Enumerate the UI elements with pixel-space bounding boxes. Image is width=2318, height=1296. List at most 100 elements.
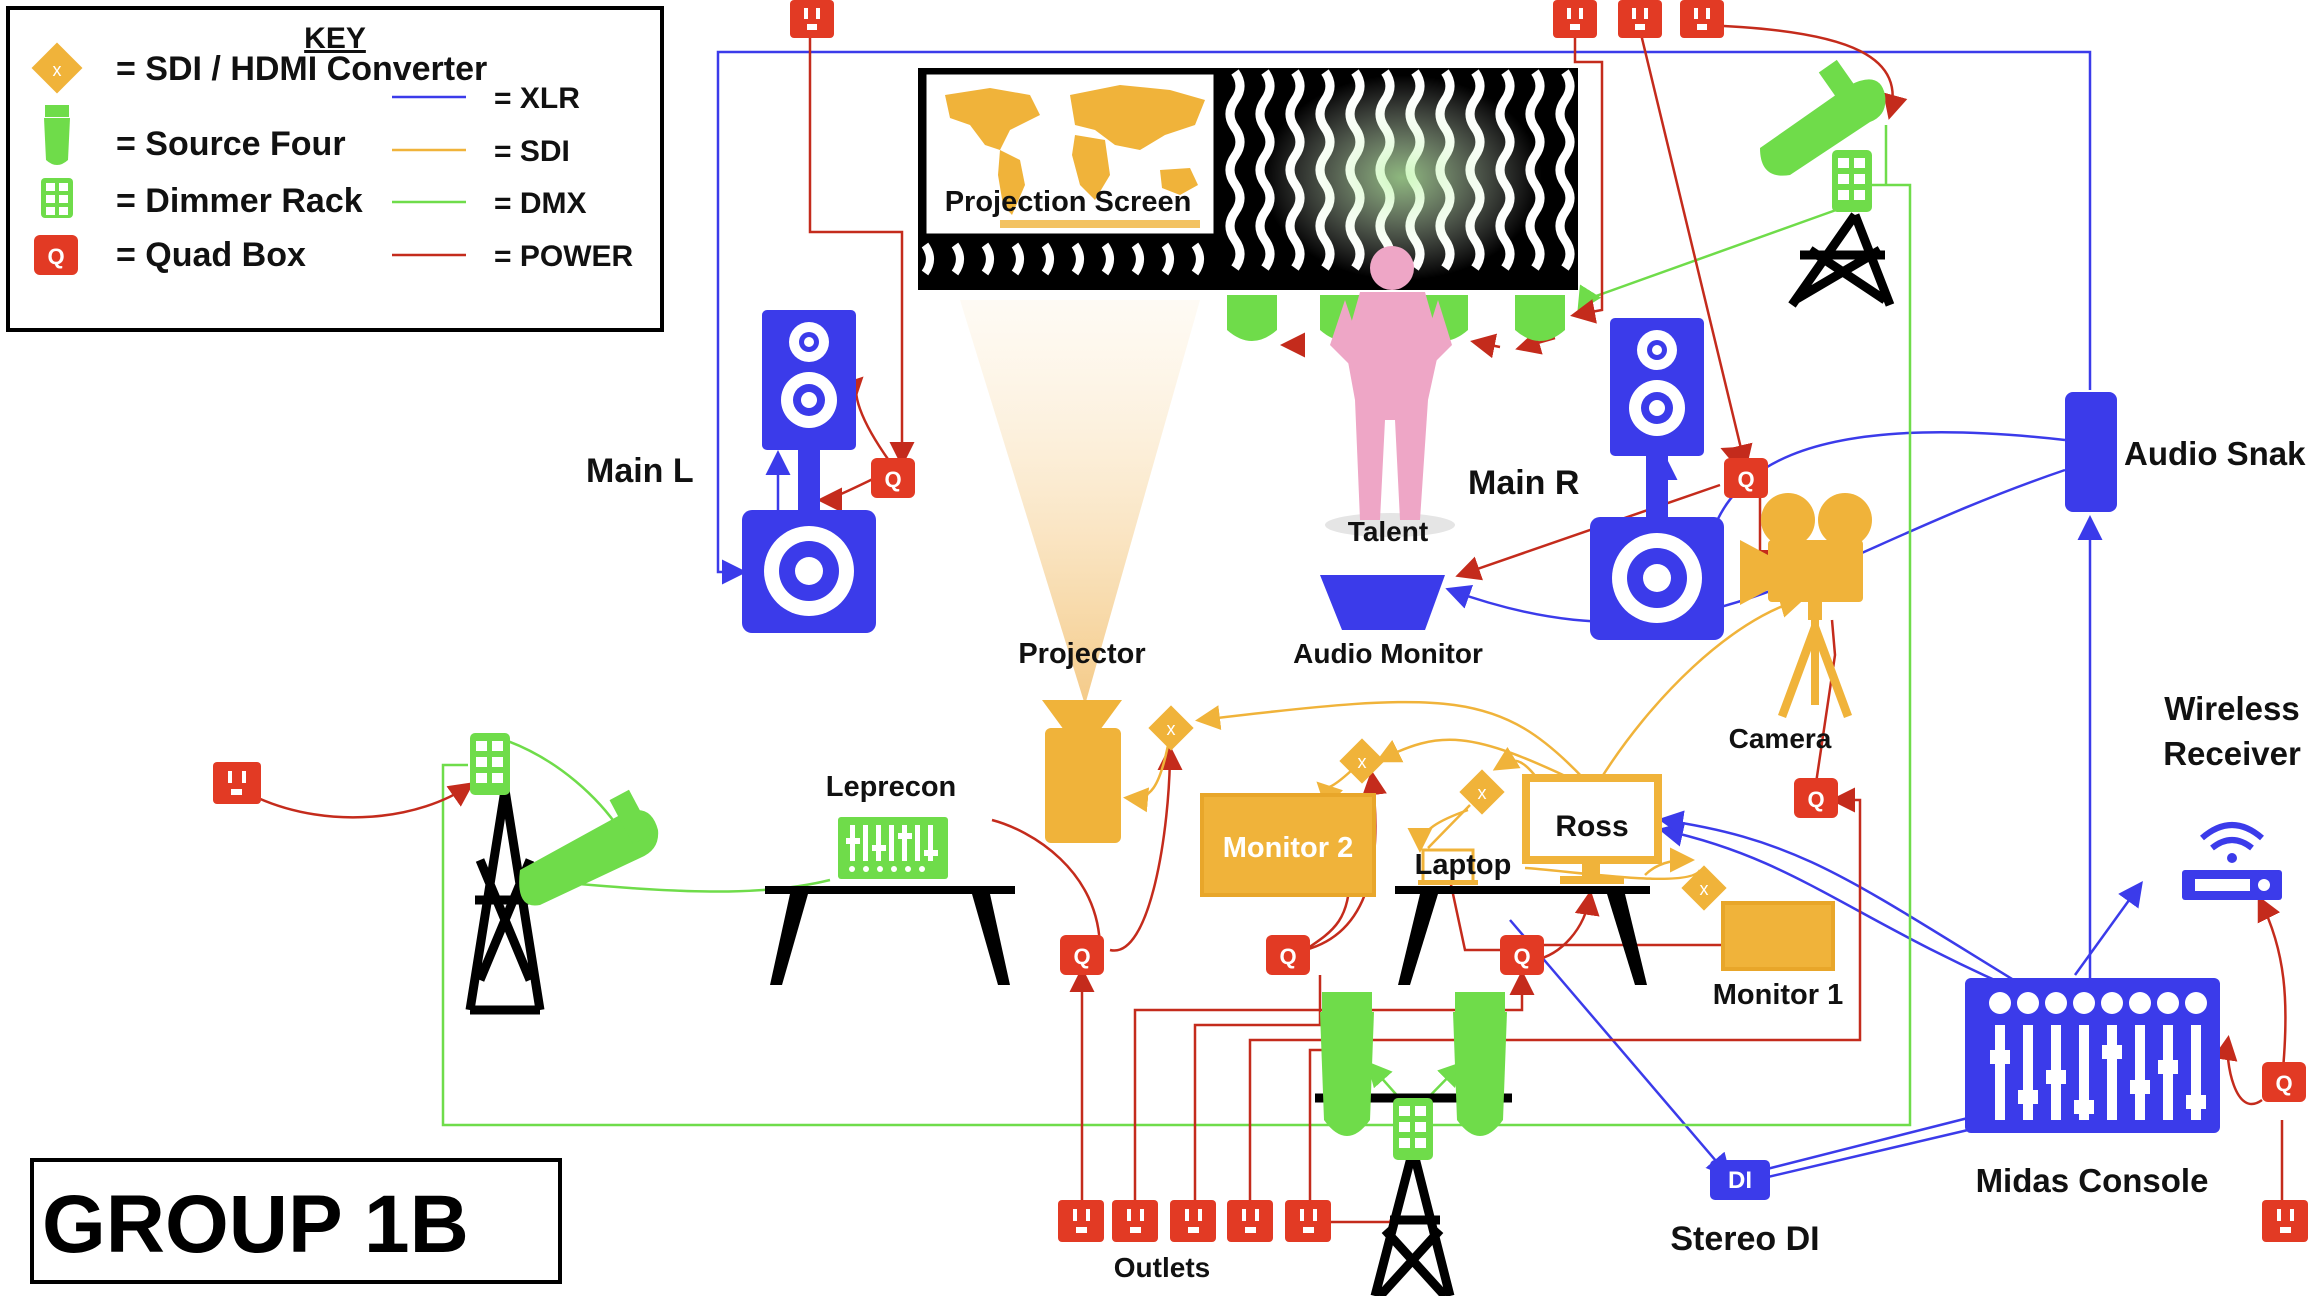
legend-quad-label: = Quad Box: [116, 236, 306, 274]
main-l-speaker: [742, 310, 876, 633]
leprecon-console-icon: [838, 817, 948, 879]
outlet-icon-bottom-1: [1058, 1200, 1104, 1242]
group-title: GROUP 1B: [42, 1179, 469, 1270]
quad-box-main-l: Q: [871, 458, 915, 498]
outlet-icon-bottom-5: [1285, 1200, 1331, 1242]
legend-converter-label: = SDI / HDMI Converter: [116, 50, 487, 88]
control-table: [1395, 886, 1650, 985]
source-four-bottom-pair: [1320, 992, 1507, 1136]
camera-label: Camera: [1729, 723, 1832, 754]
quad-box-icon: Q: [34, 235, 78, 275]
talent-figure: [1325, 246, 1455, 537]
truss-tower-right: [1788, 212, 1895, 308]
legend-xlr-label: = XLR: [494, 82, 580, 115]
legend-dimmer-label: = Dimmer Rack: [116, 182, 363, 220]
audio-monitor-label: Audio Monitor: [1293, 638, 1483, 669]
midas-console-icon: [1965, 978, 2220, 1133]
projection-screen: Projection Screen: [918, 68, 1578, 290]
outlets-label: Outlets: [1114, 1252, 1210, 1283]
projector-beam: [960, 300, 1200, 705]
dimmer-rack-left: [470, 733, 510, 795]
camera-icon: [1740, 493, 1872, 718]
svg-text:Q: Q: [47, 244, 64, 269]
projector-icon: [1042, 700, 1122, 843]
audio-snake-label: Audio Snak: [2124, 435, 2306, 472]
svg-text:Q: Q: [1807, 787, 1824, 812]
legend-power-label: = POWER: [494, 240, 634, 273]
dimmer-rack-top-right: [1832, 150, 1872, 212]
svg-text:x: x: [53, 60, 62, 80]
audio-snake-box: [2065, 392, 2117, 512]
monitor-1: [1721, 901, 1835, 971]
quad-box-camera: Q: [1794, 778, 1838, 818]
legend-dmx-label: = DMX: [494, 187, 587, 220]
stereo-di-box: DI: [1710, 1160, 1770, 1200]
truss-tower-left: [465, 789, 545, 1015]
source-four-top-right: [1760, 59, 1886, 176]
sdi-hdmi-converters: x x x x: [1148, 705, 1727, 911]
svg-text:x: x: [1167, 719, 1176, 739]
quad-box-midas: Q: [2262, 1062, 2306, 1102]
svg-text:Q: Q: [1737, 467, 1754, 492]
legend-title: KEY: [304, 22, 366, 55]
ross-switcher: Ross: [1522, 774, 1662, 884]
svg-text:x: x: [1700, 879, 1709, 899]
quad-box-main-r: Q: [1724, 458, 1768, 498]
legend-source-four-label: = Source Four: [116, 125, 346, 163]
quad-box-control-table: Q: [1500, 935, 1544, 975]
monitor-1-label: Monitor 1: [1713, 979, 1844, 1011]
svg-text:Q: Q: [2275, 1071, 2292, 1096]
wireless-label-line1: Wireless: [2164, 690, 2299, 727]
leprecon-table: [765, 886, 1015, 985]
svg-text:Q: Q: [884, 467, 901, 492]
quad-box-projector: Q: [1060, 935, 1104, 975]
svg-text:Q: Q: [1513, 944, 1530, 969]
projector-label: Projector: [1018, 638, 1145, 670]
wall-outlets: [213, 0, 2308, 1242]
dimmer-rack-bottom: [1393, 1098, 1433, 1160]
outlet-icon-bottom-3: [1170, 1200, 1216, 1242]
laptop: [1418, 848, 1478, 885]
outlet-icon-top-3: [1618, 0, 1662, 38]
talent-label: Talent: [1348, 516, 1428, 547]
outlet-icon-bottom-2: [1112, 1200, 1158, 1242]
projection-screen-label: Projection Screen: [945, 186, 1192, 218]
converter-icon-projector: x: [1148, 705, 1194, 751]
wireless-receiver-icon: [2182, 822, 2282, 900]
leprecon-label: Leprecon: [826, 771, 957, 803]
group-title-box: GROUP 1B: [30, 1158, 562, 1284]
monitor-2: Monitor 2: [1200, 793, 1376, 897]
svg-text:x: x: [1358, 752, 1367, 772]
monitor-2-label: Monitor 2: [1223, 832, 1354, 864]
wireless-label-line2: Receiver: [2163, 735, 2301, 772]
ross-label: Ross: [1555, 810, 1628, 843]
midas-console-label: Midas Console: [1976, 1162, 2209, 1199]
svg-text:x: x: [1478, 783, 1487, 803]
outlet-icon-top-4: [1680, 0, 1724, 38]
converter-icon: x: [31, 42, 83, 94]
audio-monitor-wedge: [1320, 575, 1445, 630]
main-l-label: Main L: [586, 452, 694, 490]
svg-text:Q: Q: [1279, 944, 1296, 969]
converter-icon-monitor1: x: [1681, 865, 1727, 911]
source-four-icon: [44, 105, 70, 165]
dimmer-rack-icon: [41, 178, 73, 218]
outlet-icon-left: [213, 762, 261, 804]
converter-icon-monitor2: x: [1339, 738, 1385, 784]
legend-sdi-label: = SDI: [494, 135, 570, 168]
di-box-label: DI: [1728, 1167, 1752, 1194]
legend: KEY x = SDI / HDMI Converter = Source Fo…: [6, 6, 664, 332]
source-four-left: [519, 789, 659, 906]
outlet-icon-top-2: [1553, 0, 1597, 38]
outlet-icon-bottom-right: [2262, 1200, 2308, 1242]
converter-icon-laptop: x: [1459, 769, 1505, 815]
main-r-speaker: [1590, 318, 1724, 640]
outlet-icon-bottom-4: [1227, 1200, 1273, 1242]
stereo-di-label: Stereo DI: [1670, 1220, 1819, 1258]
svg-text:Q: Q: [1073, 944, 1090, 969]
quad-boxes: Q Q Q Q Q Q Q: [871, 458, 2306, 1102]
quad-box-monitor2: Q: [1266, 935, 1310, 975]
laptop-label: Laptop: [1415, 849, 1512, 881]
main-r-label: Main R: [1468, 464, 1579, 502]
